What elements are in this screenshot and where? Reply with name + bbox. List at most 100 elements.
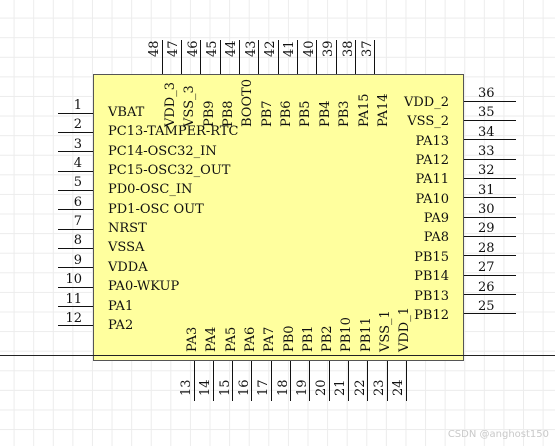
pin-line bbox=[464, 274, 516, 276]
pin-label: PA1 bbox=[108, 298, 134, 314]
pin-number: 2 bbox=[73, 117, 82, 133]
pin-label: PB13 bbox=[414, 288, 449, 304]
pin-line bbox=[58, 306, 93, 307]
pin-line bbox=[464, 216, 516, 218]
pin-number: 10 bbox=[65, 272, 82, 288]
pin-line bbox=[464, 235, 516, 237]
pin-label: VDDA bbox=[108, 259, 148, 275]
pin-line bbox=[355, 40, 356, 74]
pin-line bbox=[58, 189, 93, 191]
pin-number: 34 bbox=[478, 124, 495, 140]
pin-number: 9 bbox=[73, 252, 82, 268]
pin-number: 31 bbox=[478, 182, 495, 198]
pin-line bbox=[58, 286, 93, 288]
pin-line bbox=[464, 177, 516, 179]
pin-line bbox=[58, 228, 93, 230]
pin-number: 48 bbox=[147, 40, 162, 57]
pin-number: 44 bbox=[224, 40, 240, 57]
pin-line bbox=[464, 197, 516, 199]
pin-number: 21 bbox=[333, 379, 349, 396]
pin-line bbox=[58, 131, 93, 133]
pin-line bbox=[367, 361, 369, 401]
pin-label: PB14 bbox=[414, 269, 449, 285]
pin-label: PA5 bbox=[223, 326, 239, 352]
pin-number: 20 bbox=[314, 379, 330, 396]
pin-label: PA14 bbox=[375, 93, 391, 127]
pin-label: PB3 bbox=[337, 100, 353, 127]
pin-label: VDD_1 bbox=[397, 306, 413, 352]
pin-label: PB7 bbox=[259, 100, 275, 127]
pin-label: PA9 bbox=[423, 211, 449, 227]
pin-number: 8 bbox=[73, 233, 82, 249]
pin-line bbox=[200, 40, 202, 74]
pin-line bbox=[58, 267, 93, 269]
pin-line bbox=[270, 361, 272, 401]
pin-line bbox=[251, 361, 253, 401]
pin-line bbox=[347, 361, 349, 401]
pin-label: PB0 bbox=[281, 325, 297, 352]
pin-number: 11 bbox=[65, 291, 82, 307]
pin-line bbox=[335, 40, 337, 74]
pin-number: 13 bbox=[179, 379, 194, 396]
pin-line bbox=[232, 361, 234, 401]
pin-number: 41 bbox=[282, 40, 298, 57]
pin-line bbox=[464, 294, 516, 295]
pin-label: PD0-OSC_IN bbox=[108, 182, 193, 198]
pin-label: PB2 bbox=[320, 325, 336, 352]
pin-number: 18 bbox=[275, 379, 291, 396]
pin-number: 24 bbox=[391, 379, 407, 396]
pin-line bbox=[386, 361, 388, 401]
pin-label: PB8 bbox=[221, 100, 237, 127]
pin-line bbox=[316, 40, 318, 74]
pin-label: PA10 bbox=[415, 191, 449, 207]
pin-number: 15 bbox=[217, 379, 233, 396]
pin-number: 36 bbox=[478, 86, 495, 101]
pin-label: PC14-OSC32_IN bbox=[108, 143, 217, 159]
pin-label: PB1 bbox=[300, 325, 316, 352]
pin-label: VDD_2 bbox=[403, 95, 449, 110]
pin-number: 43 bbox=[243, 40, 259, 57]
pin-line bbox=[374, 40, 376, 74]
pin-number: 32 bbox=[478, 163, 495, 179]
pin-line bbox=[464, 313, 516, 315]
pin-label: VBAT bbox=[108, 105, 145, 120]
pin-label: VSS_1 bbox=[378, 310, 393, 352]
pin-line bbox=[58, 170, 93, 172]
pin-number: 38 bbox=[340, 40, 356, 57]
pin-number: 33 bbox=[478, 144, 495, 160]
pin-label: PA15 bbox=[356, 93, 372, 127]
pin-number: 45 bbox=[205, 40, 221, 57]
pin-label: VSS_3 bbox=[182, 85, 198, 127]
pin-line bbox=[258, 40, 260, 74]
pin-number: 27 bbox=[478, 260, 495, 276]
pin-number: 30 bbox=[478, 202, 495, 218]
pin-line bbox=[58, 209, 93, 211]
pin-number: 35 bbox=[478, 105, 495, 121]
pin-number: 6 bbox=[73, 194, 82, 210]
pin-number: 16 bbox=[236, 379, 252, 396]
pin-line bbox=[296, 40, 298, 74]
pin-number: 5 bbox=[73, 175, 82, 191]
pin-line bbox=[58, 247, 93, 249]
pin-line bbox=[328, 361, 330, 401]
pin-label: PA12 bbox=[415, 153, 449, 169]
pin-number: 29 bbox=[478, 221, 495, 237]
pin-line bbox=[464, 119, 516, 121]
pin-number: 3 bbox=[73, 136, 82, 152]
pin-label: NRST bbox=[108, 221, 147, 237]
pin-label: PA13 bbox=[415, 133, 449, 149]
pin-number: 26 bbox=[478, 279, 495, 295]
pin-label: PB10 bbox=[339, 317, 355, 352]
pin-label: PA8 bbox=[423, 230, 449, 246]
pin-line bbox=[238, 40, 240, 74]
pin-label: PA6 bbox=[242, 326, 258, 352]
pin-number: 14 bbox=[198, 379, 214, 396]
pin-label: PA7 bbox=[262, 326, 278, 352]
pin-number: 4 bbox=[73, 156, 82, 172]
pin-label: PA0-WKUP bbox=[108, 279, 180, 295]
pin-label: PB15 bbox=[414, 249, 449, 265]
pin-number: 22 bbox=[352, 379, 368, 396]
pin-line bbox=[464, 100, 516, 102]
pin-label: VDD_3 bbox=[163, 81, 178, 127]
chip-body bbox=[93, 74, 464, 361]
